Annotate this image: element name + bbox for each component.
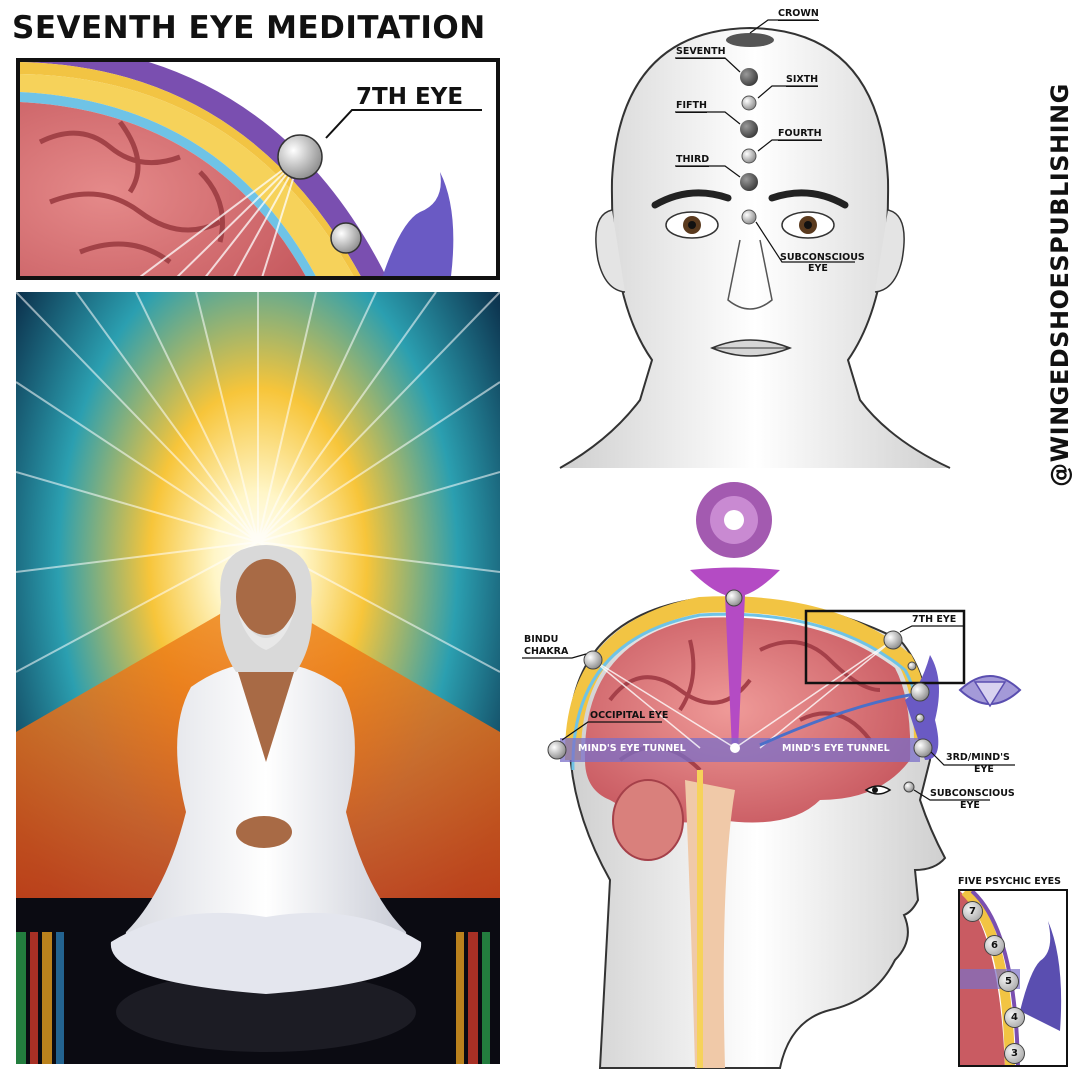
occipital-eye-label: OCCIPITAL EYE [590, 710, 669, 721]
face-diagram [559, 19, 951, 469]
inset-seventh-eye-label: 7TH EYE [356, 84, 464, 110]
sixth-orb [741, 95, 757, 111]
third-orb [740, 173, 758, 191]
seventh-eye-orb-brain [883, 630, 903, 650]
fifth-orb [740, 120, 758, 138]
sixth-eye-orb [330, 222, 362, 254]
fourth-label: FOURTH [778, 128, 822, 141]
page-title: SEVENTH EYE MEDITATION [12, 10, 486, 46]
five-psychic-eyes-inset: 7 6 5 4 3 [958, 889, 1068, 1067]
brain-subconscious-label-line1: SUBCONSCIOUS [930, 788, 1015, 799]
seventh-eye-highlight-box [804, 609, 966, 685]
subconscious-eye-orb-brain [903, 781, 915, 793]
seventh-eye-inset [16, 58, 500, 280]
third-eye-orb [913, 738, 933, 758]
seventh-eye-orb [277, 134, 323, 180]
crown-label: CROWN [778, 8, 819, 21]
tunnel-label-right: MIND'S EYE TUNNEL [782, 743, 890, 754]
psychic-eye-4: 4 [1004, 1007, 1025, 1028]
inset-illustration [20, 62, 496, 276]
bindu-label-line2: CHAKRA [524, 646, 569, 657]
meditating-figure-illustration [16, 292, 500, 1064]
bindu-chakra-orb [583, 650, 603, 670]
minds-eye-tunnel [560, 738, 920, 762]
fourth-orb [741, 148, 757, 164]
brain-subconscious-label-line2: EYE [960, 800, 980, 811]
bindu-label-line1: BINDU [524, 634, 559, 645]
seventh-orb [740, 68, 758, 86]
crown-column-orb [725, 589, 743, 607]
sixth-label: SIXTH [786, 74, 819, 87]
psychic-eye-6: 6 [984, 935, 1005, 956]
meditation-painting [16, 292, 500, 1064]
psychic-eye-5: 5 [998, 971, 1019, 992]
crown-orb [726, 33, 774, 47]
tunnel-label-left: MIND'S EYE TUNNEL [578, 743, 686, 754]
seventh-eye-label: 7TH EYE [912, 614, 957, 625]
third-label: THIRD [676, 154, 710, 167]
third-eye-label-line1: 3RD/MIND'S [946, 752, 1010, 763]
five-psychic-eyes-title: FIVE PSYCHIC EYES [958, 876, 1061, 887]
fifth-label: FIFTH [676, 100, 707, 113]
seventh-label: SEVENTH [676, 46, 726, 59]
brain-diagram [522, 482, 1022, 1069]
subconscious-label-line2: EYE [808, 263, 828, 274]
psychic-eye-3: 3 [1004, 1043, 1025, 1064]
psychic-eye-7: 7 [962, 901, 983, 922]
third-eye-label-line2: EYE [974, 764, 994, 775]
subconscious-label-line1: SUBCONSCIOUS [780, 252, 865, 263]
subconscious-orb [741, 209, 757, 225]
fifth-eye-orb [910, 682, 930, 702]
occipital-eye-orb [547, 740, 567, 760]
